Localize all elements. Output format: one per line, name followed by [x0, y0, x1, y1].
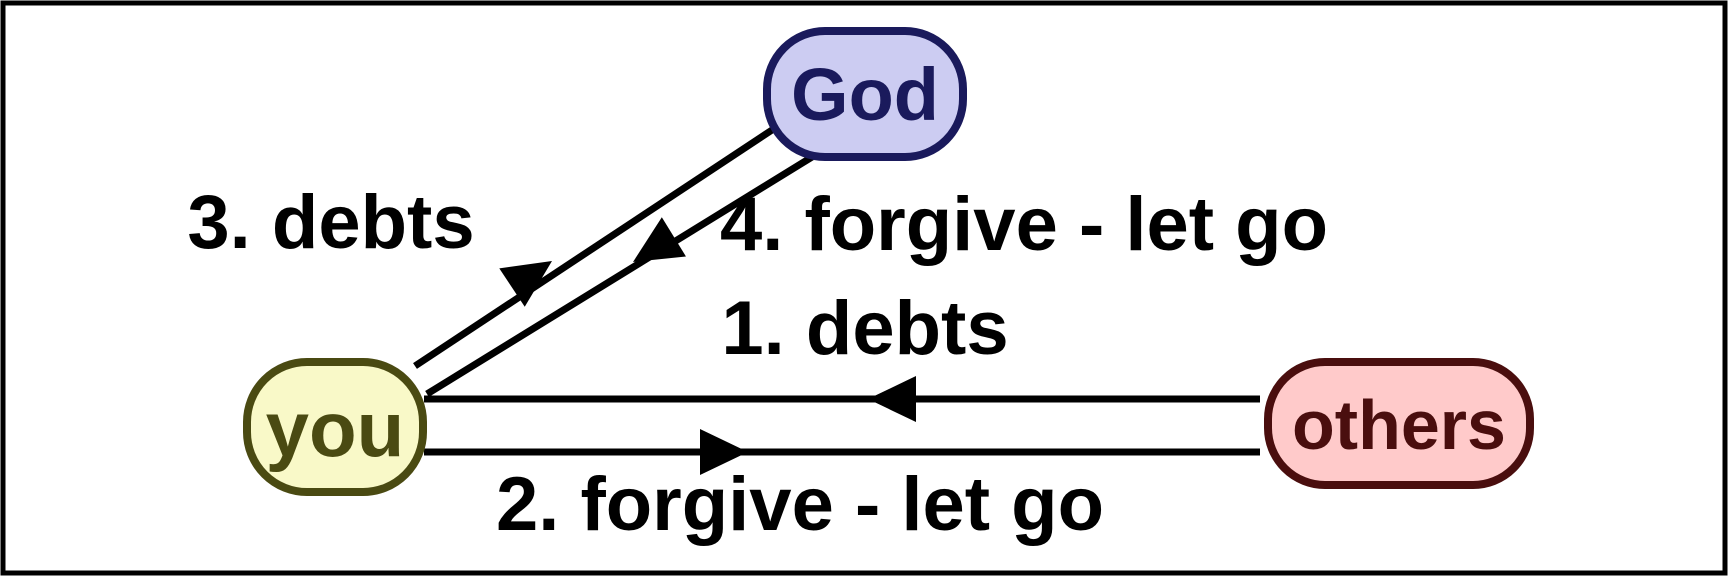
node-god-shape — [763, 27, 967, 161]
node-you-shape — [243, 358, 427, 496]
edge-god-to-you-line — [425, 154, 814, 397]
edge-you-to-god-line — [413, 127, 774, 369]
edge-others-to-you-arrowhead-icon — [868, 376, 916, 422]
edge-you-to-god-arrowhead-icon — [499, 261, 552, 307]
node-you: you — [243, 358, 427, 496]
edge-god-to-you-arrowhead-icon — [633, 217, 686, 262]
node-god-label: God — [791, 53, 939, 136]
node-god: God — [763, 27, 967, 161]
edge-label-1-debts: 1. debts — [721, 286, 1008, 371]
node-others-label: others — [1292, 386, 1506, 464]
edge-you-to-others-arrowhead-icon — [700, 429, 748, 475]
edge-label-3-debts: 3. debts — [187, 180, 474, 265]
edge-label-2-forgive: 2. forgive - let go — [496, 462, 1104, 547]
node-you-label: you — [266, 385, 405, 473]
node-others: others — [1264, 358, 1534, 489]
edge-label-4-forgive: 4. forgive - let go — [720, 182, 1328, 267]
node-others-shape — [1264, 358, 1534, 489]
